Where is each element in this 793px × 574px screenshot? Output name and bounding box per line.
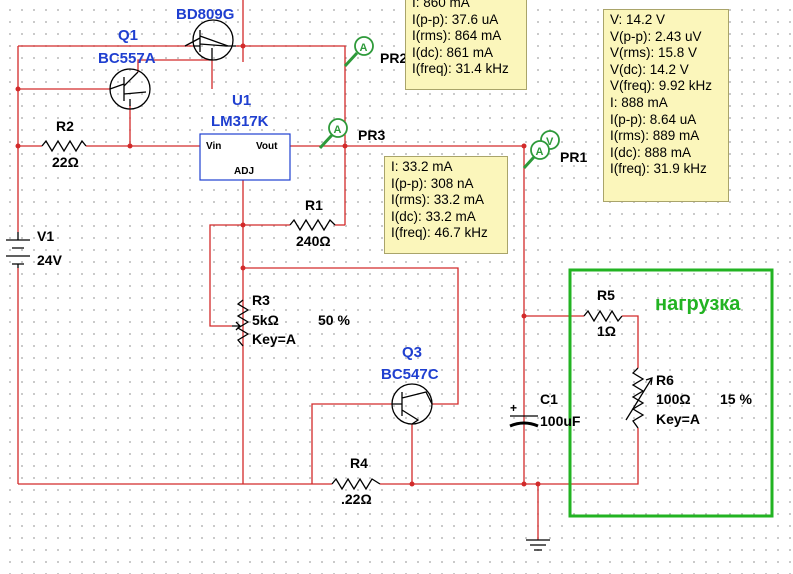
pr2-label: PR2 — [380, 50, 407, 66]
r6-variable-resistor[interactable] — [625, 367, 653, 429]
pr1-line: I(dc): 888 mA — [610, 144, 692, 160]
u1-pin-vout: Vout — [256, 141, 278, 152]
q3-transistor[interactable] — [391, 383, 433, 425]
pr2-line: I(rms): 864 mA — [412, 28, 502, 44]
pr2-readout: I: 860 mA I(p-p): 37.6 uA I(rms): 864 mA… — [405, 0, 527, 90]
svg-text:A: A — [334, 124, 342, 136]
r3-value: 5kΩ — [252, 312, 279, 328]
r3-ref: R3 — [252, 292, 270, 308]
load-frame — [568, 268, 774, 518]
c1-value: 100uF — [540, 413, 581, 429]
pr1-line: I(freq): 31.9 kHz — [610, 161, 707, 177]
pr3-line: I: 33.2 mA — [391, 159, 453, 174]
pr1-line: V(p-p): 2.43 uV — [610, 28, 702, 44]
lm317-regulator[interactable]: Vin Vout ADJ — [199, 133, 291, 181]
r6-key: Key=A — [656, 411, 700, 427]
pr3-line: I(freq): 46.7 kHz — [391, 225, 488, 241]
r4-value: .22Ω — [341, 491, 372, 507]
r6-value: 100Ω — [656, 391, 691, 407]
r1-value: 240Ω — [296, 233, 331, 249]
q1-ref: Q1 — [118, 27, 138, 44]
r5-resistor[interactable] — [583, 309, 623, 323]
pr2-probe-icon[interactable]: A — [343, 36, 374, 68]
pr1-label: PR1 — [560, 149, 587, 165]
pr2-line: I: 860 mA — [412, 0, 470, 10]
svg-text:+: + — [510, 401, 517, 415]
pr1-line: V: 14.2 V — [610, 12, 666, 27]
bd809-part: BD809G — [176, 6, 234, 23]
pr1-line: V(rms): 15.8 V — [610, 45, 698, 61]
q1-part: BC557A — [98, 50, 156, 67]
pr1-line: I: 888 mA — [610, 94, 668, 110]
r1-resistor[interactable] — [289, 218, 336, 232]
u1-ref: U1 — [232, 92, 251, 109]
r5-value: 1Ω — [597, 323, 616, 339]
v1-ref: V1 — [37, 228, 54, 244]
pr1-readout: V: 14.2 V V(p-p): 2.43 uV V(rms): 15.8 V… — [603, 9, 729, 202]
r6-ref: R6 — [656, 372, 674, 388]
pr1-line: I(rms): 889 mA — [610, 128, 700, 144]
c1-capacitor[interactable]: + — [509, 401, 539, 428]
r4-ref: R4 — [350, 455, 368, 471]
r6-percent: 15 % — [720, 391, 752, 407]
pr3-line: I(dc): 33.2 mA — [391, 208, 476, 224]
q3-ref: Q3 — [402, 344, 422, 361]
v1-value: 24V — [37, 252, 63, 268]
bd809-transistor[interactable] — [184, 19, 236, 61]
v1-battery[interactable] — [6, 232, 30, 268]
pr1-probe-icon[interactable]: V A — [522, 130, 560, 170]
pr1-line: V(freq): 9.92 kHz — [610, 78, 713, 94]
r4-resistor[interactable] — [331, 477, 381, 491]
pr3-label: PR3 — [358, 127, 385, 143]
svg-text:V: V — [546, 136, 554, 148]
q1-transistor[interactable] — [109, 68, 151, 110]
u1-pin-adj: ADJ — [234, 166, 254, 177]
pr1-line: I(p-p): 8.64 uA — [610, 111, 697, 127]
pr3-line: I(rms): 33.2 mA — [391, 192, 485, 208]
r2-ref: R2 — [56, 118, 74, 134]
u1-part: LM317K — [211, 113, 269, 130]
pr2-line: I(dc): 861 mA — [412, 44, 494, 60]
r5-ref: R5 — [597, 287, 615, 303]
r3-key: Key=A — [252, 331, 296, 347]
pr3-readout: I: 33.2 mA I(p-p): 308 nA I(rms): 33.2 m… — [384, 156, 508, 254]
svg-text:A: A — [536, 146, 544, 158]
svg-text:A: A — [360, 42, 368, 54]
r2-value: 22Ω — [52, 154, 79, 170]
u1-pin-vin: Vin — [206, 141, 221, 152]
q3-part: BC547C — [381, 366, 439, 383]
r2-resistor[interactable] — [41, 139, 87, 153]
pr2-line: I(p-p): 37.6 uA — [412, 11, 499, 27]
pr2-line: I(freq): 31.4 kHz — [412, 61, 509, 77]
load-label: нагрузка — [655, 293, 741, 315]
pr1-line: V(dc): 14.2 V — [610, 61, 689, 77]
pr3-probe-icon[interactable]: A — [318, 118, 348, 150]
c1-ref: C1 — [540, 391, 558, 407]
pr3-line: I(p-p): 308 nA — [391, 175, 474, 191]
r1-ref: R1 — [305, 197, 323, 213]
ground-symbol — [526, 539, 550, 551]
junctions — [15, 43, 541, 487]
r3-percent: 50 % — [318, 312, 350, 328]
r3-potentiometer[interactable] — [232, 299, 250, 347]
